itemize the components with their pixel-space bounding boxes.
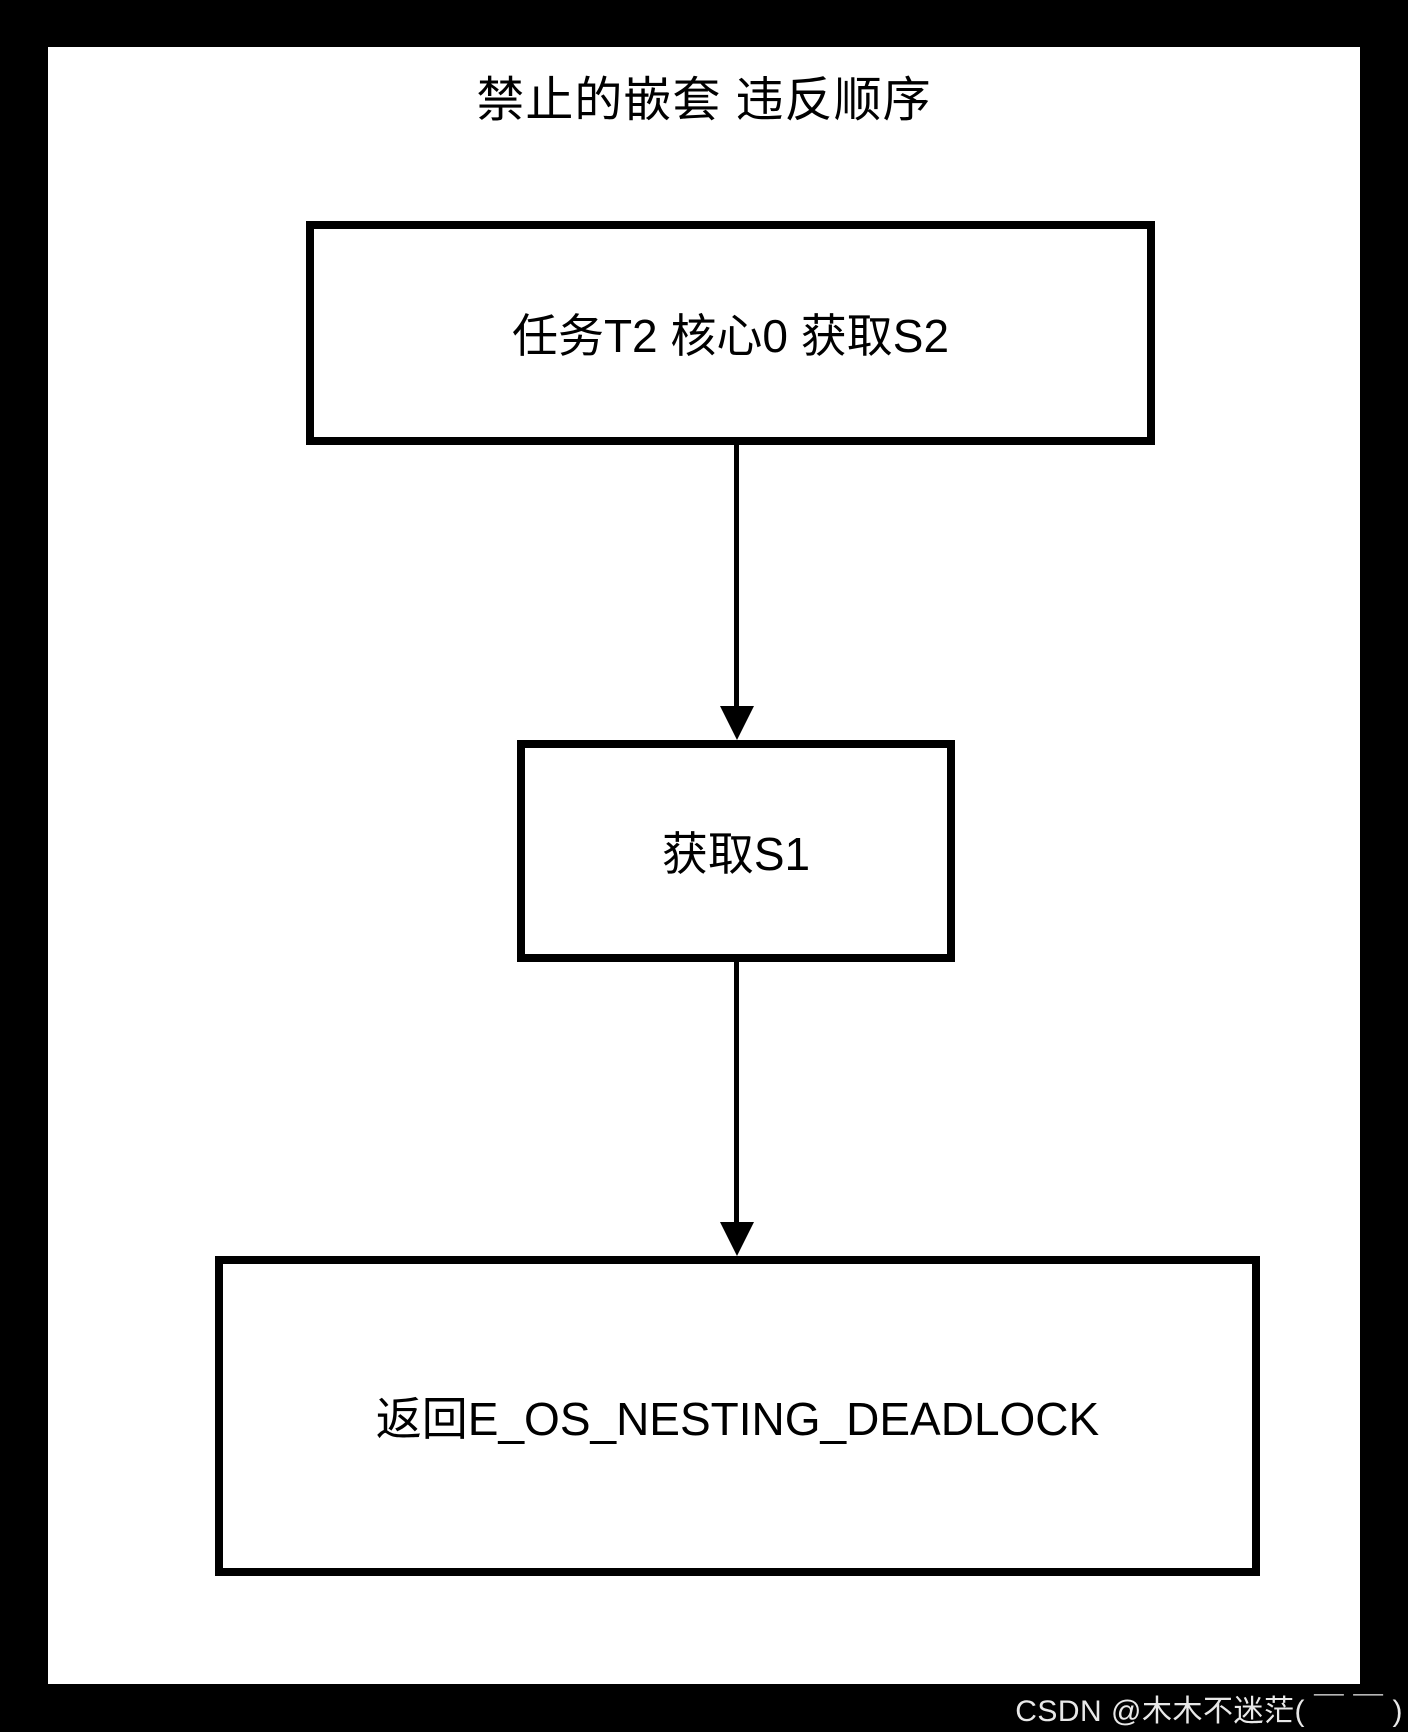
diagram-title: 禁止的嵌套 违反顺序 (476, 74, 932, 127)
csdn-watermark: CSDN @木木不迷茫( ￣ ￣ ) (1015, 1695, 1403, 1728)
arrow-down-icon (720, 706, 754, 740)
flow-node-label: 返回E_OS_NESTING_DEADLOCK (375, 1393, 1100, 1445)
arrow-down-icon (720, 1222, 754, 1256)
flow-node-task-t2-acquire-s2: 任务T2 核心0 获取S2 (306, 221, 1155, 445)
flow-node-return-deadlock: 返回E_OS_NESTING_DEADLOCK (215, 1256, 1260, 1576)
flow-node-label: 任务T2 核心0 获取S2 (511, 310, 950, 362)
connector-line-1 (734, 445, 739, 713)
flow-node-acquire-s1: 获取S1 (517, 740, 955, 962)
flow-node-label: 获取S1 (661, 828, 811, 880)
connector-line-2 (734, 962, 739, 1229)
